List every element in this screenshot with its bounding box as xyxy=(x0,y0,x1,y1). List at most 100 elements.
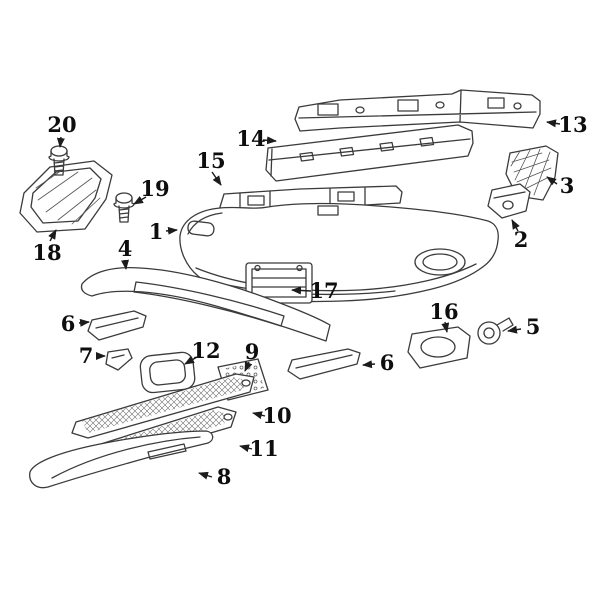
callout-8: 8 xyxy=(198,464,231,489)
callout-1-arrow xyxy=(165,226,178,235)
part-6-left-detail xyxy=(95,317,139,329)
callout-12-label: 12 xyxy=(191,338,220,363)
part-7-detail xyxy=(111,354,125,359)
part-2-detail xyxy=(493,191,526,210)
part-1-creases xyxy=(187,205,477,296)
part-1-fog-opening-inner xyxy=(422,253,458,271)
callout-15: 15 xyxy=(196,148,226,186)
callout-2: 2 xyxy=(511,219,529,252)
callout-5-arrow xyxy=(507,325,522,334)
callout-4-arrow xyxy=(121,259,129,270)
callout-16-arrow xyxy=(441,321,450,333)
part-5-inner xyxy=(483,327,495,339)
part-16-outline xyxy=(407,326,471,369)
callout-11-arrow xyxy=(239,444,253,453)
callout-10-arrow xyxy=(252,411,266,420)
callout-3-arrow xyxy=(546,176,558,186)
part-7-trim-piece xyxy=(105,348,133,371)
callout-13: 13 xyxy=(546,112,588,137)
callout-9: 9 xyxy=(244,339,260,372)
callout-6-left-arrow xyxy=(78,318,90,327)
callout-17-label: 17 xyxy=(309,278,338,303)
callout-17-arrow xyxy=(291,286,312,295)
part-17-detail xyxy=(251,264,307,298)
callout-4: 4 xyxy=(118,236,133,270)
part-18-inner xyxy=(30,167,102,224)
part-18-skid-plate xyxy=(19,160,113,233)
callout-16-label: 16 xyxy=(429,299,458,324)
part-13-detail xyxy=(298,90,537,123)
callout-13-label: 13 xyxy=(558,112,587,137)
part-6-right-detail xyxy=(295,354,353,369)
part-4-slot xyxy=(133,281,285,327)
callout-18: 18 xyxy=(32,229,62,265)
part-7-outline xyxy=(105,348,133,371)
callout-5-label: 5 xyxy=(526,314,541,339)
callout-19: 19 xyxy=(133,176,170,205)
callout-11-label: 11 xyxy=(249,436,278,461)
callout-6-right: 6 xyxy=(362,350,395,375)
part-11-end-hole xyxy=(223,413,233,421)
callout-4-label: 4 xyxy=(118,236,133,261)
callout-2-arrow xyxy=(511,219,520,232)
part-8-outline xyxy=(29,430,214,489)
part-12-inner xyxy=(149,359,187,386)
callout-15-label: 15 xyxy=(196,148,225,173)
callout-19-label: 19 xyxy=(140,176,169,201)
callout-3: 3 xyxy=(546,173,575,198)
part-1-fog-opening-outer xyxy=(414,248,466,276)
part-12-outline xyxy=(139,351,196,394)
callout-8-arrow xyxy=(198,471,213,480)
callout-15-arrow xyxy=(211,171,222,186)
callout-20: 20 xyxy=(47,112,77,148)
part-14-detail xyxy=(268,136,471,177)
callout-10-label: 10 xyxy=(262,403,291,428)
part-19-bolt xyxy=(113,192,135,223)
part-4-outline xyxy=(80,266,331,342)
part-10-grille-strip-upper xyxy=(71,373,255,439)
part-4-front-valance xyxy=(80,266,331,342)
part-6-left-outline xyxy=(87,310,147,341)
part-12-fog-lamp-trim xyxy=(139,351,196,394)
part-10-mesh xyxy=(82,377,246,433)
part-10-end-hole xyxy=(241,379,251,387)
part-6-trim-strip-right xyxy=(287,348,361,380)
part-2-bumper-bracket xyxy=(487,183,531,219)
callout-12-arrow xyxy=(184,356,198,365)
callout-14: 14 xyxy=(236,126,277,151)
part-5-tow-hook-cover xyxy=(477,317,514,345)
callout-18-label: 18 xyxy=(32,240,61,265)
part-16-opening xyxy=(420,336,456,358)
callout-9-label: 9 xyxy=(245,339,260,364)
callout-6-left: 6 xyxy=(61,311,90,336)
callout-6-right-arrow xyxy=(362,360,376,369)
callout-1: 1 xyxy=(149,219,178,244)
part-8-lower-valance xyxy=(29,430,214,489)
callout-19-arrow xyxy=(133,196,147,205)
callout-18-arrow xyxy=(48,229,57,242)
callout-6-right-label: 6 xyxy=(380,350,395,375)
callout-3-label: 3 xyxy=(560,173,575,198)
callout-14-arrow xyxy=(262,136,277,145)
callout-17: 17 xyxy=(291,278,339,303)
part-18-hatch xyxy=(35,169,101,225)
part-5-outline xyxy=(477,321,501,345)
callout-9-arrow xyxy=(244,361,253,372)
part-15-detail xyxy=(239,187,366,214)
callout-20-arrow xyxy=(56,136,65,148)
callout-5: 5 xyxy=(507,314,541,339)
part-16-fog-lamp-bezel xyxy=(407,326,471,369)
part-6-right-outline xyxy=(287,348,361,380)
callout-11: 11 xyxy=(239,436,279,461)
part-18-outline xyxy=(19,160,113,233)
part-14-outline xyxy=(265,124,474,182)
part-8-detail xyxy=(51,436,201,479)
callout-1-label: 1 xyxy=(149,219,164,244)
part-14-upper-tie-bar xyxy=(265,124,474,182)
callout-16: 16 xyxy=(429,299,459,333)
part-3-hatch xyxy=(510,148,552,196)
callout-2-label: 2 xyxy=(514,227,529,252)
callout-7: 7 xyxy=(79,343,106,368)
part-1-left-vent xyxy=(187,220,215,237)
